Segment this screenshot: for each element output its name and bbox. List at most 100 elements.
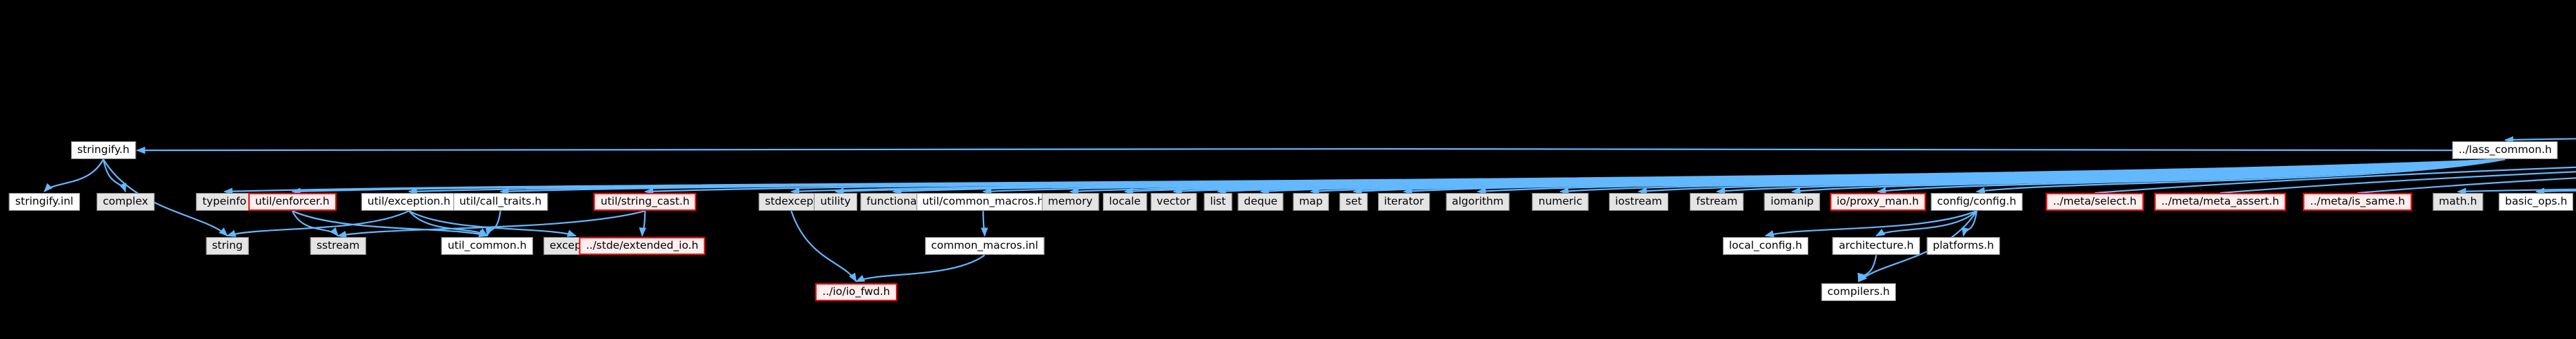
- graph-edge-lass_common_h-to-util_enforcer_h: [291, 158, 2506, 196]
- graph-node-architecture_h[interactable]: architecture.h: [1833, 237, 1920, 256]
- graph-node-deque[interactable]: deque: [1237, 193, 1284, 212]
- graph-edge-util_exception_h-to-exception: [408, 210, 577, 237]
- graph-node-math_h[interactable]: math.h: [2433, 193, 2484, 212]
- graph-edge-util_common_macros_h-to-common_macros_inl: [981, 211, 988, 237]
- graph-node-label: numeric: [1538, 195, 1583, 208]
- graph-edge-stringify_h-to-complex: [102, 158, 126, 193]
- graph-node-io_proxy_man_h[interactable]: io/proxy_man.h: [1830, 193, 1926, 212]
- graph-node-label: config/config.h: [1937, 195, 2017, 208]
- graph-edge-util_exception_h-to-string: [226, 210, 410, 237]
- graph-node-numeric[interactable]: numeric: [1532, 193, 1589, 212]
- graph-node-meta_is_same_h[interactable]: ../meta/is_same.h: [2303, 193, 2413, 212]
- graph-node-map[interactable]: map: [1292, 193, 1329, 212]
- graph-node-local_config_h[interactable]: local_config.h: [1722, 237, 1808, 256]
- graph-edge-lass_common_h-to-util_exception_h: [408, 158, 2506, 195]
- graph-edge-config_config_h-to-local_config_h: [1764, 210, 1977, 238]
- graph-node-label: platforms.h: [1933, 239, 1995, 252]
- graph-node-iostream[interactable]: iostream: [1608, 193, 1668, 212]
- graph-node-label: ../meta/meta_assert.h: [2161, 195, 2279, 208]
- graph-node-iterator[interactable]: iterator: [1377, 193, 1430, 212]
- graph-node-label: io/proxy_man.h: [1837, 195, 1919, 208]
- graph-node-stdexcept[interactable]: stdexcept: [759, 193, 824, 212]
- graph-node-label: ../lass_common.h: [2458, 143, 2552, 156]
- graph-node-label: sstream: [316, 239, 360, 252]
- graph-edge-lass_common_h-to-util_common_macros_h: [982, 158, 2506, 195]
- graph-node-label: architecture.h: [1839, 239, 1914, 252]
- graph-edge-util_enforcer_h-to-sstream: [291, 210, 339, 237]
- graph-edge-lass_common_h-to-util_call_traits_h: [499, 158, 2506, 195]
- graph-edge-lass_common_h-to-config_config_h: [1975, 158, 2506, 194]
- graph-node-basic_ops_h[interactable]: basic_ops.h: [2499, 193, 2574, 212]
- graph-edge-lass_common_h-to-iostream: [1637, 158, 2506, 195]
- graph-node-util_string_cast_h[interactable]: util/string_cast.h: [593, 193, 697, 212]
- graph-node-label: ../meta/select.h: [2053, 195, 2137, 208]
- graph-edge-config_config_h-to-platforms_h: [1961, 210, 1978, 237]
- graph-node-list[interactable]: list: [1204, 193, 1232, 212]
- graph-node-label: math.h: [2439, 195, 2477, 208]
- graph-node-label: util/string_cast.h: [600, 195, 690, 208]
- graph-node-memory[interactable]: memory: [1041, 193, 1099, 212]
- graph-edge-lass_common_h-to-util_string_cast_h: [644, 158, 2506, 195]
- graph-node-util_enforcer_h[interactable]: util/enforcer.h: [248, 193, 337, 212]
- graph-node-label: util/call_traits.h: [459, 195, 542, 208]
- graph-node-label: locale: [1109, 195, 1141, 208]
- graph-node-label: basic_ops.h: [2505, 195, 2568, 208]
- graph-node-io_io_fwd_h[interactable]: ../io/io_fwd.h: [815, 282, 897, 301]
- graph-node-functional[interactable]: functional: [860, 193, 926, 212]
- graph-node-label: memory: [1048, 195, 1093, 208]
- graph-node-util_common_h[interactable]: util_common.h: [441, 237, 533, 256]
- graph-edge-num_common_h-to-lass_common_h: [2504, 136, 2576, 144]
- graph-edge-lass_common_h-to-map: [1310, 158, 2506, 195]
- graph-node-stringify_inl[interactable]: stringify.inl: [9, 193, 80, 212]
- graph-node-label: set: [1345, 195, 1362, 208]
- graph-node-fstream[interactable]: fstream: [1690, 193, 1744, 212]
- graph-edge-lass_common_h-to-locale: [1124, 158, 2506, 195]
- graph-node-complex[interactable]: complex: [97, 193, 154, 212]
- graph-node-common_macros_inl[interactable]: common_macros.inl: [924, 237, 1045, 256]
- graph-node-label: iterator: [1384, 195, 1424, 208]
- graph-node-label: iostream: [1615, 195, 1662, 208]
- graph-node-label: string: [212, 239, 243, 252]
- graph-node-label: map: [1299, 195, 1323, 208]
- graph-node-label: util_common.h: [448, 239, 527, 252]
- graph-node-util_exception_h[interactable]: util/exception.h: [361, 193, 457, 212]
- graph-node-label: ../io/io_fwd.h: [822, 285, 890, 298]
- graph-edge-common_macros_inl-to-io_io_fwd_h: [855, 254, 986, 282]
- graph-node-label: vector: [1157, 195, 1191, 208]
- graph-node-stringify_h[interactable]: stringify.h: [70, 141, 136, 160]
- graph-edge-lass_common_h-to-typeinfo: [223, 158, 2506, 196]
- graph-node-label: ../meta/is_same.h: [2310, 195, 2406, 208]
- graph-edge-lass_common_h-to-set: [1352, 158, 2506, 195]
- graph-edge-num_traits_h-to-basic_ops_h: [2535, 187, 2576, 196]
- graph-node-label: util/exception.h: [367, 195, 451, 208]
- graph-node-meta_select_h[interactable]: ../meta/select.h: [2046, 193, 2144, 212]
- graph-node-platforms_h[interactable]: platforms.h: [1926, 237, 2001, 256]
- graph-edge-lass_common_h-to-utility: [835, 158, 2506, 195]
- graph-node-algorithm[interactable]: algorithm: [1446, 193, 1510, 212]
- graph-node-set[interactable]: set: [1339, 193, 1368, 212]
- graph-edge-lass_common_h-to-functional: [892, 158, 2506, 195]
- graph-node-label: util/common_macros.h: [922, 195, 1044, 208]
- graph-node-util_call_traits_h[interactable]: util/call_traits.h: [452, 193, 548, 212]
- graph-edge-util_call_traits_h-to-util_common_h: [486, 210, 501, 237]
- graph-node-typeinfo[interactable]: typeinfo: [196, 193, 253, 212]
- graph-node-utility[interactable]: utility: [814, 193, 857, 212]
- graph-node-label: stringify.h: [77, 143, 130, 156]
- graph-node-locale[interactable]: locale: [1103, 193, 1147, 212]
- graph-edge-lass_common_h-to-algorithm: [1477, 158, 2506, 195]
- graph-node-config_config_h[interactable]: config/config.h: [1930, 193, 2023, 212]
- graph-node-compilers_h[interactable]: compilers.h: [1821, 282, 1896, 301]
- graph-node-label: iomanip: [1770, 195, 1814, 208]
- graph-edge-lass_common_h-to-vector: [1172, 158, 2506, 195]
- graph-node-lass_common_h[interactable]: ../lass_common.h: [2452, 141, 2558, 160]
- graph-node-label: compilers.h: [1827, 285, 1890, 298]
- graph-node-vector[interactable]: vector: [1150, 193, 1197, 212]
- graph-edge-lass_common_h-to-iterator: [1403, 158, 2506, 195]
- graph-node-string[interactable]: string: [206, 237, 249, 256]
- graph-node-iomanip[interactable]: iomanip: [1764, 193, 1820, 212]
- graph-node-label: utility: [820, 195, 851, 208]
- graph-node-stde_extended_io_h[interactable]: ../stde/extended_io.h: [579, 237, 706, 256]
- graph-node-meta_assert_h[interactable]: ../meta/meta_assert.h: [2154, 193, 2286, 212]
- graph-node-util_common_macros_h[interactable]: util/common_macros.h: [916, 193, 1050, 212]
- graph-node-sstream[interactable]: sstream: [310, 237, 366, 256]
